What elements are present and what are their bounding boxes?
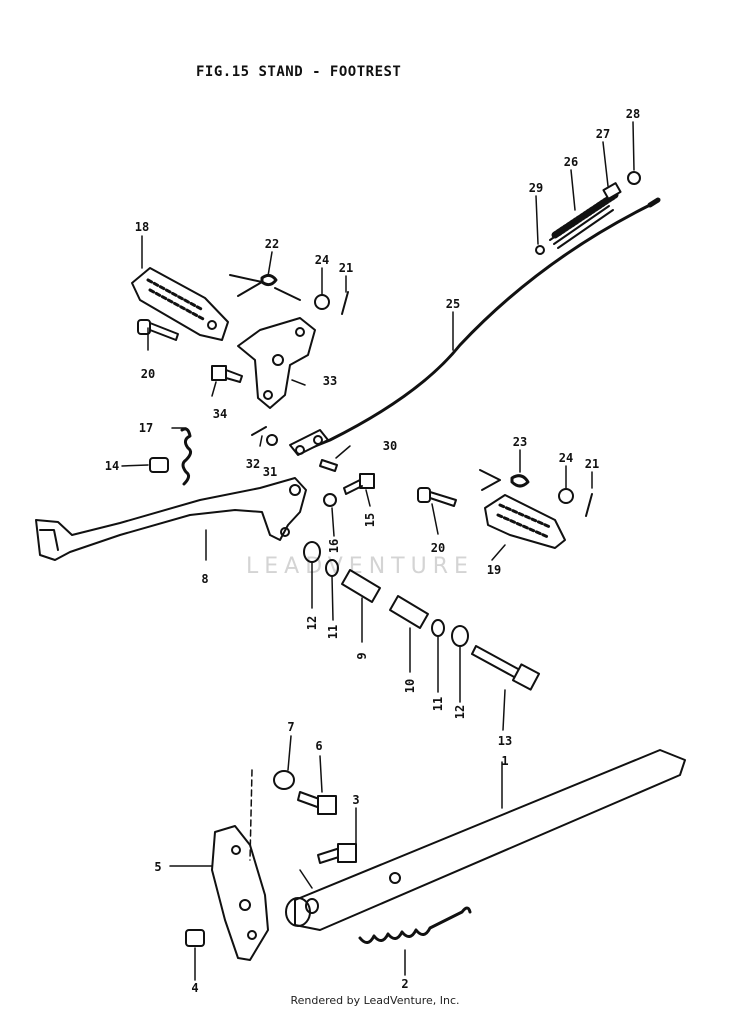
washer-24b-part [558,488,574,504]
clutch-cable-part [289,197,661,456]
callout-20: 20 [141,367,155,381]
nut-14-part [149,457,169,473]
washer-31-part [266,434,278,446]
cotter-pin-21b-part [585,493,593,517]
cable-spring-part [535,171,641,255]
callout-11: 11 [326,625,340,639]
callout-33: 33 [323,374,337,388]
footrest-spring-23-part [479,469,530,491]
washer-12-part [303,541,321,563]
callout-21b: 21 [585,457,599,471]
callout-6: 6 [315,739,322,753]
callout-2: 2 [401,977,408,991]
callout-9: 9 [355,652,369,659]
callout-26: 26 [564,155,578,169]
nut-16-part [323,493,337,507]
stand-spring-part [358,906,472,944]
spacer-10-part [389,595,429,629]
callout-3: 3 [352,793,359,807]
side-stand-part [285,749,686,931]
washer-7-part [273,770,295,790]
callout-30: 30 [383,439,397,453]
spacer-9-part [341,569,381,603]
callout-13: 13 [498,734,512,748]
callout-20b: 20 [431,541,445,555]
callout-7: 7 [287,720,294,734]
figure-title: FIG.15 STAND - FOOTREST [196,64,402,80]
callout-29: 29 [529,181,543,195]
callout-12: 12 [305,616,319,630]
return-spring-17-part [180,427,193,486]
render-credit: Rendered by LeadVenture, Inc. [290,994,460,1007]
callout-12b: 12 [453,705,467,719]
clip-32-part [251,426,267,436]
callout-22: 22 [265,237,279,251]
washer-24-part [314,294,330,310]
kick-lever-part [35,477,307,561]
callout-24b: 24 [559,451,573,465]
callout-21: 21 [339,261,353,275]
callout-8: 8 [201,572,208,586]
right-footrest-part [484,494,566,549]
callout-31: 31 [263,465,277,479]
callout-labels: 1 2 3 4 5 6 7 8 9 10 10 11 11 12 12 13 1… [105,107,640,995]
callout-28: 28 [626,107,640,121]
callout-18: 18 [135,220,149,234]
callout-16: 16 [327,539,341,553]
stand-bracket-part [211,825,269,961]
pin-20b-part [417,487,457,507]
bolt-13-part [471,645,541,691]
callout-34: 34 [213,407,227,421]
nut-4-part [185,929,205,947]
bolt-34-part [211,365,243,383]
callout-15: 15 [363,513,377,527]
callout-14: 14 [105,459,119,473]
callout-23: 23 [513,435,527,449]
bolt-6-part [297,791,337,815]
bolt-3-part [317,843,357,864]
leader-lines [121,121,635,981]
ring-11b-part [431,619,445,637]
callout-32: 32 [246,457,260,471]
callout-11b: 11 [431,697,445,711]
pin-30-part [319,459,338,472]
callout-5: 5 [154,860,161,874]
callout-10: 10 [403,679,417,693]
callout-27: 27 [596,127,610,141]
footrest-spring-22-part [229,273,301,301]
callout-25: 25 [446,297,460,311]
cotter-pin-21-part [341,291,349,315]
callout-19: 19 [487,563,501,577]
bolt-15-part [343,473,375,495]
callout-24: 24 [315,253,329,267]
callout-1: 1 [501,754,508,768]
ring-11-part [325,559,339,577]
footrest-bracket-part [237,317,316,409]
washer-12b-part [451,625,469,647]
callout-4: 4 [191,981,198,995]
callout-17: 17 [139,421,153,435]
left-footrest-part [131,267,229,341]
pin-20-part [137,319,179,341]
